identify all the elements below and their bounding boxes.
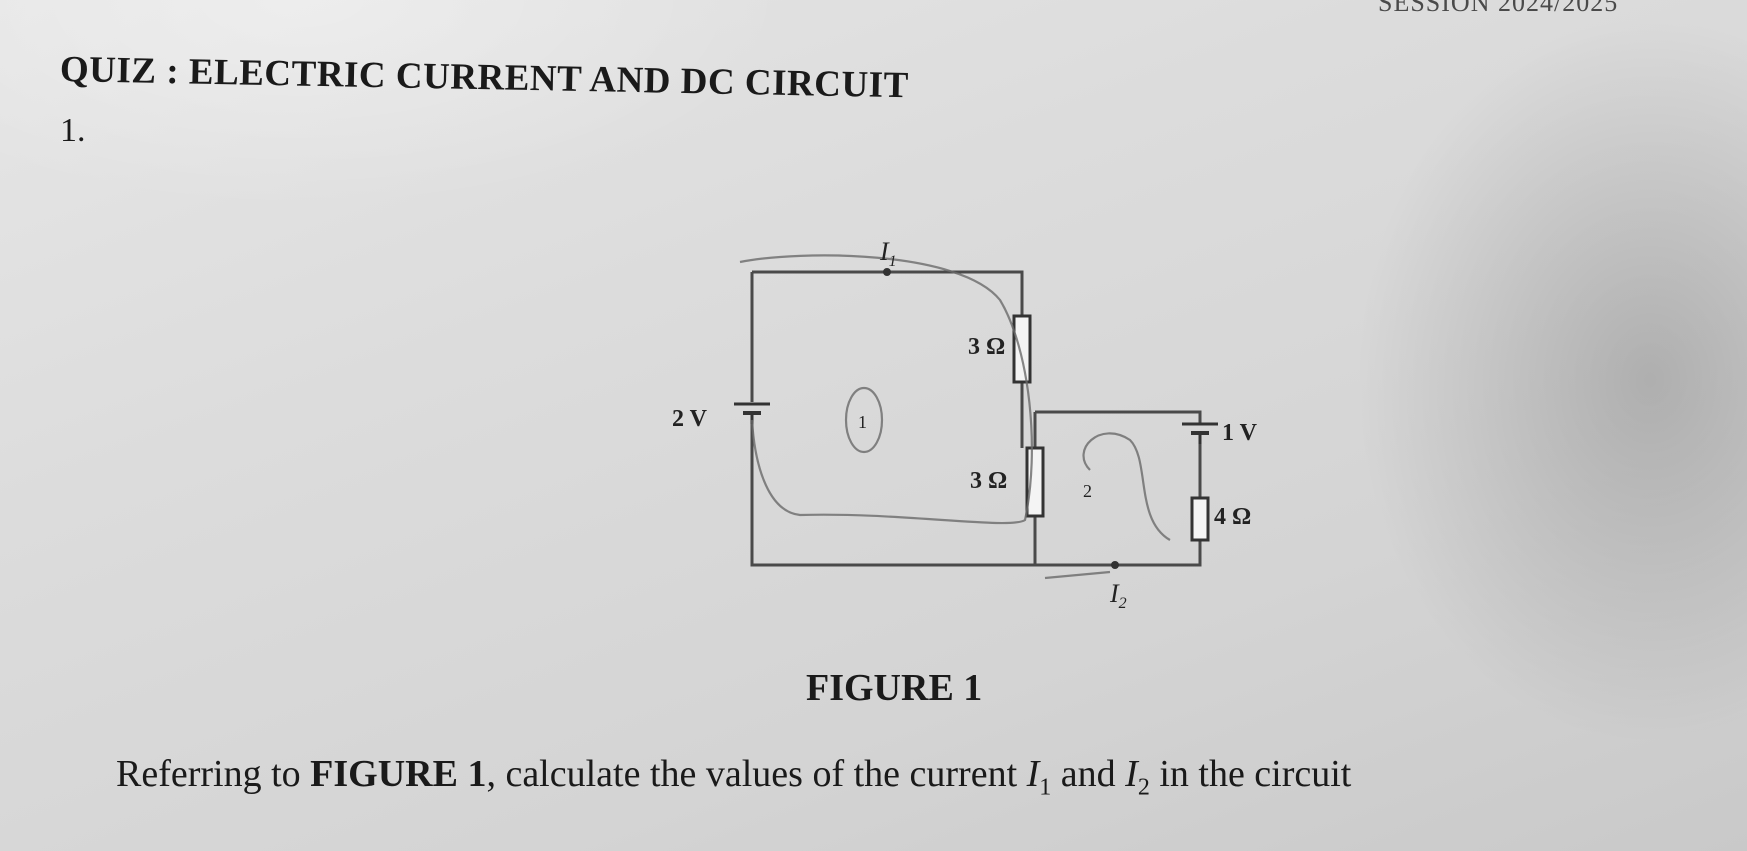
wire-right-bottom (1035, 540, 1202, 567)
loop-1-marker: 1 (858, 412, 867, 432)
resistor-top-label: 3 Ω (968, 334, 1005, 360)
figure-caption: FIGURE 1 (806, 667, 983, 709)
current-2-label: I2 (1109, 579, 1127, 612)
current-2-symbol: I (1125, 753, 1138, 795)
wire-right-top (1035, 410, 1202, 424)
question-number: 1. (60, 112, 86, 149)
loop-1-pencil-path (739, 254, 1033, 525)
question-text: Referring to FIGURE 1, calculate the val… (116, 753, 1352, 801)
battery-1v-label: 1 V (1222, 420, 1258, 446)
battery-1v-symbol (1182, 422, 1218, 444)
wire-top (752, 270, 1024, 316)
resistor-middle (1025, 446, 1045, 518)
circuit-wires (750, 270, 1202, 567)
current-1-label: I1 (879, 237, 897, 270)
resistor-middle-label: 3 Ω (970, 468, 1007, 494)
resistor-right-label: 4 Ω (1214, 504, 1251, 530)
junction-dot-bottom (1111, 561, 1119, 569)
figure-reference: FIGURE 1 (310, 753, 487, 795)
battery-2v-label: 2 V (672, 406, 708, 432)
resistor-right (1190, 496, 1210, 542)
wire-left-lower (750, 424, 1035, 567)
loop-2-pencil-path (1082, 432, 1171, 541)
junction-dot-top (883, 268, 891, 276)
resistor-top (1012, 314, 1032, 384)
current-1-symbol: I (1026, 753, 1040, 795)
current-2-pencil-mark (1044, 570, 1111, 580)
session-label: SESSION 2024/2025 (1378, 0, 1619, 17)
loop-2-marker: 2 (1083, 481, 1092, 501)
loop-1-pencil-circle (844, 386, 884, 454)
pencil-annotations (739, 254, 1171, 580)
